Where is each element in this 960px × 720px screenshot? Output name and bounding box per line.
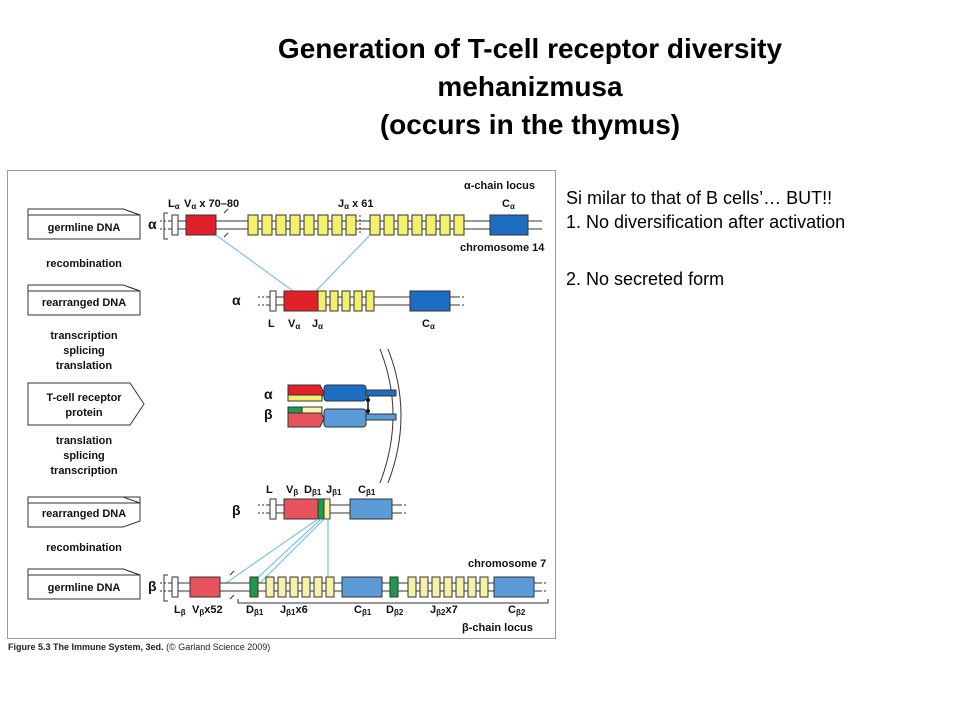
alpha-r-v-label: Vα xyxy=(288,318,300,331)
beta-rearranged-dna: β L Vβ Dβ1 Jβ1 Cβ1 xyxy=(232,484,406,520)
stage-label-splicing-1: splicing xyxy=(63,345,105,357)
beta-chromosome-label: chromosome 7 xyxy=(468,558,546,570)
protein-alpha-symbol: α xyxy=(264,386,273,402)
tcr-diagram: .lbl { font-size:11px; font-weight:bold;… xyxy=(27,180,549,634)
title-line-2: mehanizmusa xyxy=(437,71,623,102)
slide-title: Generation of T-cell receptor diversity … xyxy=(0,30,960,144)
protein-beta-symbol: β xyxy=(264,406,273,422)
stage-label-germline-alpha: germline DNA xyxy=(48,222,121,234)
figure-caption-rest: (© Garland Science 2009) xyxy=(163,642,271,652)
beta-c2-label: Cβ2 xyxy=(508,604,526,617)
beta-locus-label: β-chain locus xyxy=(462,622,533,634)
stage-label-tcr-protein-1: T-cell receptor xyxy=(46,392,122,404)
alpha-r-c-label: Cα xyxy=(422,318,435,331)
notes-item-1: 1. No diversification after activation xyxy=(566,212,846,232)
stage-germline-beta: germline DNA xyxy=(27,568,141,600)
stage-label-translation-2: translation xyxy=(56,435,113,447)
alpha-r-j-label: Jα xyxy=(312,318,323,331)
stage-label-rearranged-beta: rearranged DNA xyxy=(42,508,126,520)
alpha-v-label: Vα x 70–80 xyxy=(184,198,239,211)
stage-label-recombination-2: recombination xyxy=(46,542,122,554)
stage-label-translation-1: translation xyxy=(56,360,113,372)
beta-c1-label: Cβ1 xyxy=(354,604,372,617)
figure-caption-bold: Figure 5.3 The Immune System, 3ed. xyxy=(8,642,164,652)
alpha-r-l-label: L xyxy=(268,318,275,330)
alpha-symbol-rearranged: α xyxy=(232,292,241,308)
stage-label-transcription-1: transcription xyxy=(50,330,118,342)
alpha-j-label: Jα x 61 xyxy=(338,198,374,211)
alpha-germline-locus: α Lα Vα x 70–80 Jα x 61 Cα α-chain locus xyxy=(148,180,545,254)
alpha-chromosome-label: chromosome 14 xyxy=(460,242,545,254)
beta-r-j-label: Jβ1 xyxy=(326,484,342,497)
stage-rearranged-alpha: rearranged DNA xyxy=(27,284,141,316)
notes-line-similar: Si milar to that of B cells’… BUT!! xyxy=(566,188,833,208)
beta-d2-label: Dβ2 xyxy=(386,604,404,617)
stage-label-recombination-1: recombination xyxy=(46,258,122,270)
beta-symbol-rearranged: β xyxy=(232,502,241,518)
figure-caption: Figure 5.3 The Immune System, 3ed. (© Ga… xyxy=(8,642,270,652)
beta-r-v-label: Vβ xyxy=(286,484,298,497)
alpha-c-label: Cα xyxy=(502,198,515,211)
notes-item-2: 2. No secreted form xyxy=(566,269,725,289)
beta-symbol-germline: β xyxy=(148,578,157,594)
alpha-rearranged-dna: α L Vα Jα Cα xyxy=(232,290,464,331)
alpha-locus-label: α-chain locus xyxy=(464,180,535,192)
stage-label-transcription-2: transcription xyxy=(50,465,118,477)
stage-label-tcr-protein-2: protein xyxy=(65,407,103,419)
beta-j1-label: Jβ1x6 xyxy=(280,604,308,617)
beta-v-label: Vβx52 xyxy=(192,604,223,617)
tcr-protein-illustration: α β xyxy=(264,348,402,484)
stage-label-splicing-2: splicing xyxy=(63,450,105,462)
beta-r-d-label: Dβ1 xyxy=(304,484,322,497)
beta-j2-label: Jβ2x7 xyxy=(430,604,458,617)
stage-rearranged-beta: rearranged DNA xyxy=(27,496,141,528)
beta-r-c-label: Cβ1 xyxy=(358,484,376,497)
stage-tcr-protein: T-cell receptor protein xyxy=(27,382,145,426)
title-line-1: Generation of T-cell receptor diversity xyxy=(277,33,783,64)
beta-r-l-label: L xyxy=(266,484,273,496)
notes-text: Si milar to that of B cells’… BUT!! 1. N… xyxy=(566,186,845,291)
title-line-3: (occurs in the thymus) xyxy=(379,109,681,140)
beta-germline-locus: β chromosome 7 Lβ Vβx52 Dβ1 Jβ1x6 C xyxy=(148,558,549,634)
tcr-diagram-figure: .lbl { font-size:11px; font-weight:bold;… xyxy=(7,170,556,639)
alpha-symbol-germline: α xyxy=(148,216,157,232)
beta-l-label: Lβ xyxy=(174,604,186,617)
alpha-l-label: Lα xyxy=(168,198,180,211)
stage-germline-alpha: germline DNA xyxy=(27,208,141,240)
stage-label-rearranged-alpha: rearranged DNA xyxy=(42,297,126,309)
beta-d1-label: Dβ1 xyxy=(246,604,264,617)
stage-label-germline-beta: germline DNA xyxy=(48,582,121,594)
